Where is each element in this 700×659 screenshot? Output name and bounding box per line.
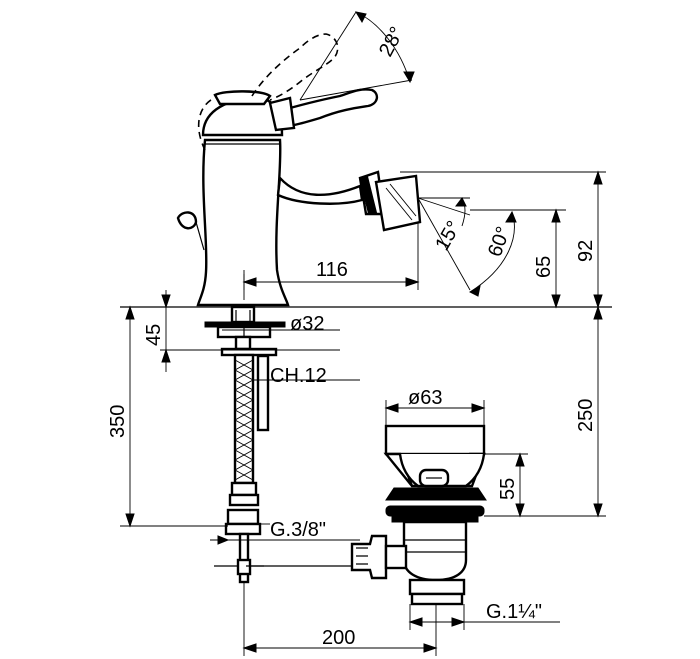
wrench-size-label: CH.12 <box>270 365 327 387</box>
base-diameter-label: ø32 <box>290 313 324 335</box>
waste-height-dimension: 55 <box>484 452 528 518</box>
spout-height-dimension: 65 <box>470 208 566 309</box>
handle-angle-callout: 28° <box>299 11 415 101</box>
waste-diameter-dimension: ø63 <box>384 387 486 426</box>
below-counter-length-dimension: 350 <box>107 305 228 528</box>
waste-height-label: 55 <box>497 478 519 500</box>
base-diameter-dimension: ø32 <box>222 313 340 351</box>
drain-depth-label: 250 <box>575 399 597 432</box>
waste-thread-dimension: G.1¼" <box>408 601 560 630</box>
spout-reach-label: 116 <box>316 259 348 281</box>
wrench-size-dimension: CH.12 <box>252 362 360 392</box>
spout-reach-dimension: 116 <box>242 222 420 290</box>
lever-handle-alt-position <box>197 33 339 151</box>
mounting-assembly <box>204 305 352 584</box>
drain-depth-dimension: 250 <box>484 305 606 518</box>
spout-angle-small-label: 15° <box>431 217 465 254</box>
outlet-height-label: 92 <box>575 240 597 262</box>
below-counter-length-label: 350 <box>107 405 129 438</box>
hose-thread-dimension: G.3/8" <box>200 519 360 545</box>
lever-handle <box>268 88 379 132</box>
spout-height-label: 65 <box>533 256 555 278</box>
hose-thread-label: G.3/8" <box>270 519 326 541</box>
center-distance-dimension: 200 <box>242 582 438 656</box>
spout-angle-large-label: 60° <box>484 224 515 260</box>
spout-angle-callout: 15° 60° <box>417 197 517 297</box>
outlet-height-dimension: 92 <box>400 170 606 309</box>
faucet-body <box>176 90 422 307</box>
waste-thread-label: G.1¼" <box>486 601 542 623</box>
waste-drain-assembly <box>350 424 487 606</box>
waste-diameter-label: ø63 <box>408 387 442 409</box>
mount-thickness-dimension: 45 <box>143 290 222 372</box>
mount-thickness-label: 45 <box>143 324 165 346</box>
center-distance-label: 200 <box>322 627 355 649</box>
